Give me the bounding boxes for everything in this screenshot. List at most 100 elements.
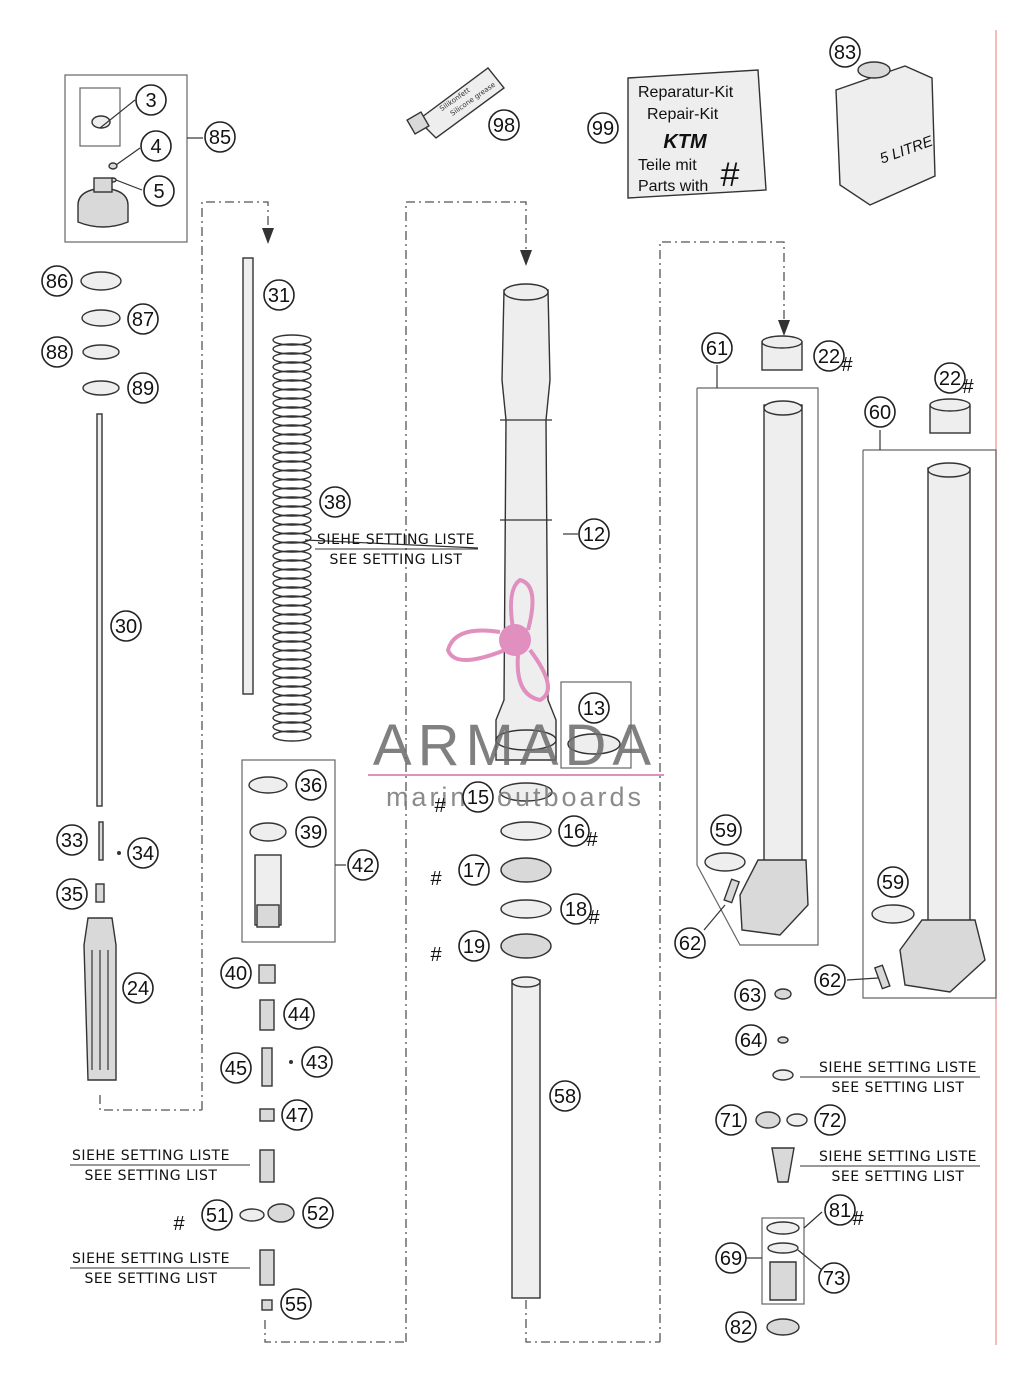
spring-coil [272,586,312,598]
setting-note-en: SEE SETTING LIST [832,1080,965,1096]
callout-circle [122,972,154,1004]
callout-39: 39 [295,816,327,848]
callout-number: 89 [132,378,154,400]
callout-number: 52 [307,1203,329,1225]
spring-coil [272,730,312,742]
callout-38: 38 [319,486,351,518]
callout-55: 55 [280,1288,312,1320]
callout-58: 58 [549,1080,581,1112]
callout-circle [578,692,610,724]
watermark-subtitle: marine outboards [386,782,644,812]
hash-mark: # [430,944,442,966]
repair-kit-box: Reparatur-Kit Repair-Kit KTM Teile mit P… [638,84,740,195]
callout-circle [263,279,295,311]
group-box-85 [64,74,188,243]
callout-22: 22# [813,340,853,376]
hash-mark: # [173,1213,185,1235]
callout-5: 5 [143,175,175,207]
callout-number: 99 [592,118,614,140]
callout-89: 89 [127,372,159,404]
watermark: ARMADA marine outboards [368,577,664,812]
callout-circle [283,998,315,1030]
group-box-42 [241,759,336,943]
callout-number: 85 [209,127,231,149]
spring-coil [272,604,312,616]
callout-number: 17 [463,860,485,882]
callout-number: 13 [583,698,605,720]
callout-88: 88 [41,336,73,368]
callout-number: 22 [818,346,840,368]
callout-number: 64 [740,1030,762,1052]
setting-note-de: SIEHE SETTING LISTE [819,1149,977,1165]
callout-number: 62 [679,933,701,955]
callout-4: 4 [140,130,172,162]
callout-number: 61 [706,338,728,360]
setting-note-de: SIEHE SETTING LISTE [819,1060,977,1076]
callout-circle [127,837,159,869]
spring-coil [272,406,312,418]
spring-coil [272,478,312,490]
callout-number: 18 [565,899,587,921]
spring-coil [272,424,312,436]
callout-33: 33 [56,824,88,856]
setting-note-de: SIEHE SETTING LISTE [72,1148,230,1164]
callout-15: 15# [434,781,494,817]
callout-number: 4 [150,136,161,158]
callout-number: 59 [715,820,737,842]
callout-number: 43 [306,1052,328,1074]
hash-mark: # [852,1208,864,1230]
callout-86: 86 [41,265,73,297]
kit-hash-symbol: # [721,156,740,194]
spring-coil [272,532,312,544]
callout-number: 39 [300,822,322,844]
kit-line-2: Repair-Kit [647,106,719,123]
spring-coil [272,676,312,688]
callout-circle [715,1242,747,1274]
callout-42: 42 [347,849,379,881]
spring-coil [272,622,312,634]
callout-circle [864,396,896,428]
callout-40: 40 [220,957,252,989]
spring-coil [272,370,312,382]
spring-coil [272,379,312,391]
callout-circle [127,372,159,404]
spring-coil [272,388,312,400]
spring-coil [272,523,312,535]
callout-circle [725,1311,757,1343]
callout-circle [710,814,742,846]
callout-circle [458,854,490,886]
spring-coil [272,703,312,715]
spring-coil [272,343,312,355]
callout-85: 85 [204,121,236,153]
hash-mark: # [434,795,446,817]
spring-coil [272,415,312,427]
callout-circle [281,1099,313,1131]
spring-coil [272,667,312,679]
callout-34: 34 [127,837,159,869]
hash-mark: # [962,376,974,398]
callout-13: 13 [578,692,610,724]
spring-coil [272,496,312,508]
callout-number: 40 [225,963,247,985]
setting-note-en: SEE SETTING LIST [85,1168,218,1184]
callout-12: 12 [578,518,610,550]
callout-circle [201,1199,233,1231]
callout-number: 73 [823,1268,845,1290]
callout-circle [41,336,73,368]
callout-24: 24 [122,972,154,1004]
callout-44: 44 [283,998,315,1030]
callout-52: 52 [302,1197,334,1229]
callout-circle [829,36,861,68]
setting-note-2: SIEHE SETTING LISTE SEE SETTING LIST [70,1148,250,1184]
callout-63: 63 [734,979,766,1011]
callout-62: 62 [674,927,706,959]
callout-87: 87 [127,303,159,335]
callout-circle [295,769,327,801]
callout-64: 64 [735,1024,767,1056]
group-box-60 [862,449,997,999]
spring-coil [272,541,312,553]
callout-circle [701,332,733,364]
